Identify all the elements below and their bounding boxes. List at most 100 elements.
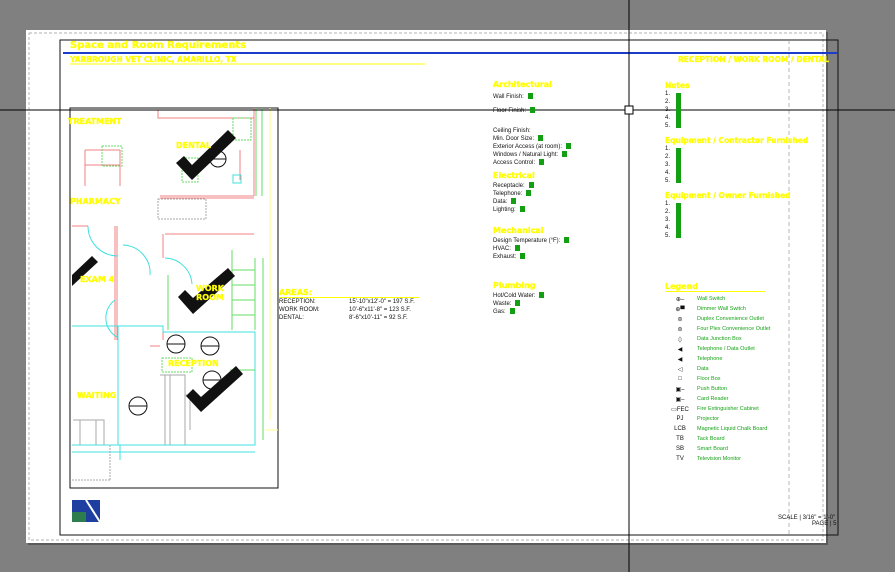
sheet-title: Space and Room Requirements [70,40,247,51]
legend-symbol-icon: TV [676,456,684,462]
electrical-section: Electrical Receptacle: Telephone: Data: … [493,171,535,214]
requirement-item: Waste: [493,300,544,308]
status-mark [526,190,532,197]
legend-symbol-icon: PJ [676,416,684,422]
legend-item: PJ Projector [665,414,770,424]
legend-label: Smart Board [697,446,728,452]
areas-heading: AREAS: [279,288,419,298]
legend-label: Tack Board [697,436,725,442]
requirement-item: Lighting: [493,206,535,214]
status-mark [528,182,534,189]
legend-symbol-icon: ⊕▀ [675,306,685,313]
legend-item: ⊜Four Plex Convenience Outlet [665,324,770,334]
check-mark-icon [176,130,236,180]
status-mark [562,151,568,158]
requirement-item: Hot/Cold Water: [493,292,545,300]
drawing-sheet [26,30,826,543]
legend-label: Telephone [697,356,723,362]
legend-item: ⊕–Wall Switch [665,294,770,304]
owner-equipment-list: Equipment / Owner Furnished 1.2.3.4.5. [665,191,791,239]
status-bar [676,148,681,183]
room-label-pharmacy: PHARMACY [70,197,121,206]
legend-symbol-icon: □ [678,376,682,382]
legend-label: Data Junction Box [697,336,742,342]
legend-item: ▣–Push Button [665,384,770,394]
legend-label: Television Monitor [697,456,742,462]
requirement-item: Gas: [493,308,544,316]
section-heading: Architectural [493,80,552,89]
contractor-equipment-list: Equipment / Contractor Furnished 1.2.3.4… [665,136,809,184]
requirement-item: Design Temperature (°F): [493,237,570,245]
status-mark [539,159,545,166]
room-label-exam-4: EXAM 4 [80,275,115,284]
requirement-item: Windows / Natural Light: [493,151,571,159]
casework [101,108,264,440]
status-mark [509,308,515,315]
areas-table: AREAS: RECEPTION:15'-10"x12'-0" = 197 S.… [279,288,419,322]
status-mark [527,93,533,100]
legend-symbol-icon: SB [675,446,684,452]
area-row: RECEPTION:15'-10"x12'-0" = 197 S.F. [279,299,415,305]
requirement-item: Floor Finish: [493,107,571,115]
sheet-subtitle: YARBROUGH VET CLINIC, AMARILLO, TX [70,55,237,64]
legend-symbol-icon: ▣– [675,386,685,393]
status-mark [539,292,545,299]
legend-item: ⊜Duplex Convenience Outlet [665,314,770,324]
area-row: DENTAL:8'-6"x10'-11" = 92 S.F. [279,315,408,321]
company-logo [72,499,101,523]
legend-symbol-icon: ▣– [675,396,685,403]
status-mark [530,107,536,114]
legend-heading: Legend [665,282,765,292]
requirement-item: Exhaust: [493,253,569,261]
room-label-waiting: WAITING [77,391,117,400]
requirement-item: Min. Door Size: [493,135,571,143]
furniture [72,108,278,481]
legend-item: ◀Telephone / Data Outlet [665,344,770,354]
status-bar [676,93,681,128]
architectural-section: Architectural Wall Finish: Floor Finish:… [493,80,572,167]
legend-symbol-icon: ◀ [677,356,683,363]
plumbing-section: Plumbing Hot/Cold Water: Waste: Gas: [493,281,545,316]
section-heading: Plumbing [493,281,536,290]
legend-item: ⊕▀ Dimmer Wall Switch [665,304,770,314]
legend-label: Wall Switch [697,296,726,302]
legend-symbol-icon: ◁ [677,366,683,373]
section-heading: Electrical [493,171,535,180]
legend-item: TV Television Monitor [665,454,770,464]
legend-item: ◀ Telephone [665,354,770,364]
status-mark [519,206,525,213]
list-heading: Equipment / Owner Furnished [665,191,791,200]
section-heading: Mechanical [493,226,544,235]
floor-plan [72,108,278,481]
status-mark [564,237,570,244]
check-mark-icon [186,366,243,412]
legend-item: TB Tack Board [665,434,770,444]
status-mark [511,198,517,205]
check-marks [72,130,243,412]
legend-label: Projector [697,416,720,422]
status-mark [538,135,544,142]
requirement-item: Wall Finish: [493,93,571,101]
legend-label: Dimmer Wall Switch [697,306,746,312]
legend: Legend ⊕–Wall Switch ⊕▀ Dimmer Wall Switch… [665,282,771,464]
status-mark [514,245,520,252]
legend-label: Fire Extinguisher Cabinet [697,406,759,412]
requirement-item: HVAC: [493,245,569,253]
check-mark-icon [72,256,98,286]
legend-item: ▣–Card Reader [665,394,770,404]
page-number: PAGE | 5 [812,521,837,527]
legend-label: Data [697,366,709,372]
status-mark [566,143,572,150]
legend-item: □Floor Box [665,374,770,384]
list-heading: Notes [665,81,690,90]
room-label-work-room: WORK ROOM [196,284,224,302]
requirement-item: Access Control: [493,159,571,167]
legend-symbol-icon: TB [676,436,684,442]
requirement-item: Exterior Access (at room): [493,143,572,151]
legend-symbol-icon: ◀ [677,346,683,353]
legend-item: ⏀Data Junction Box [665,334,770,344]
